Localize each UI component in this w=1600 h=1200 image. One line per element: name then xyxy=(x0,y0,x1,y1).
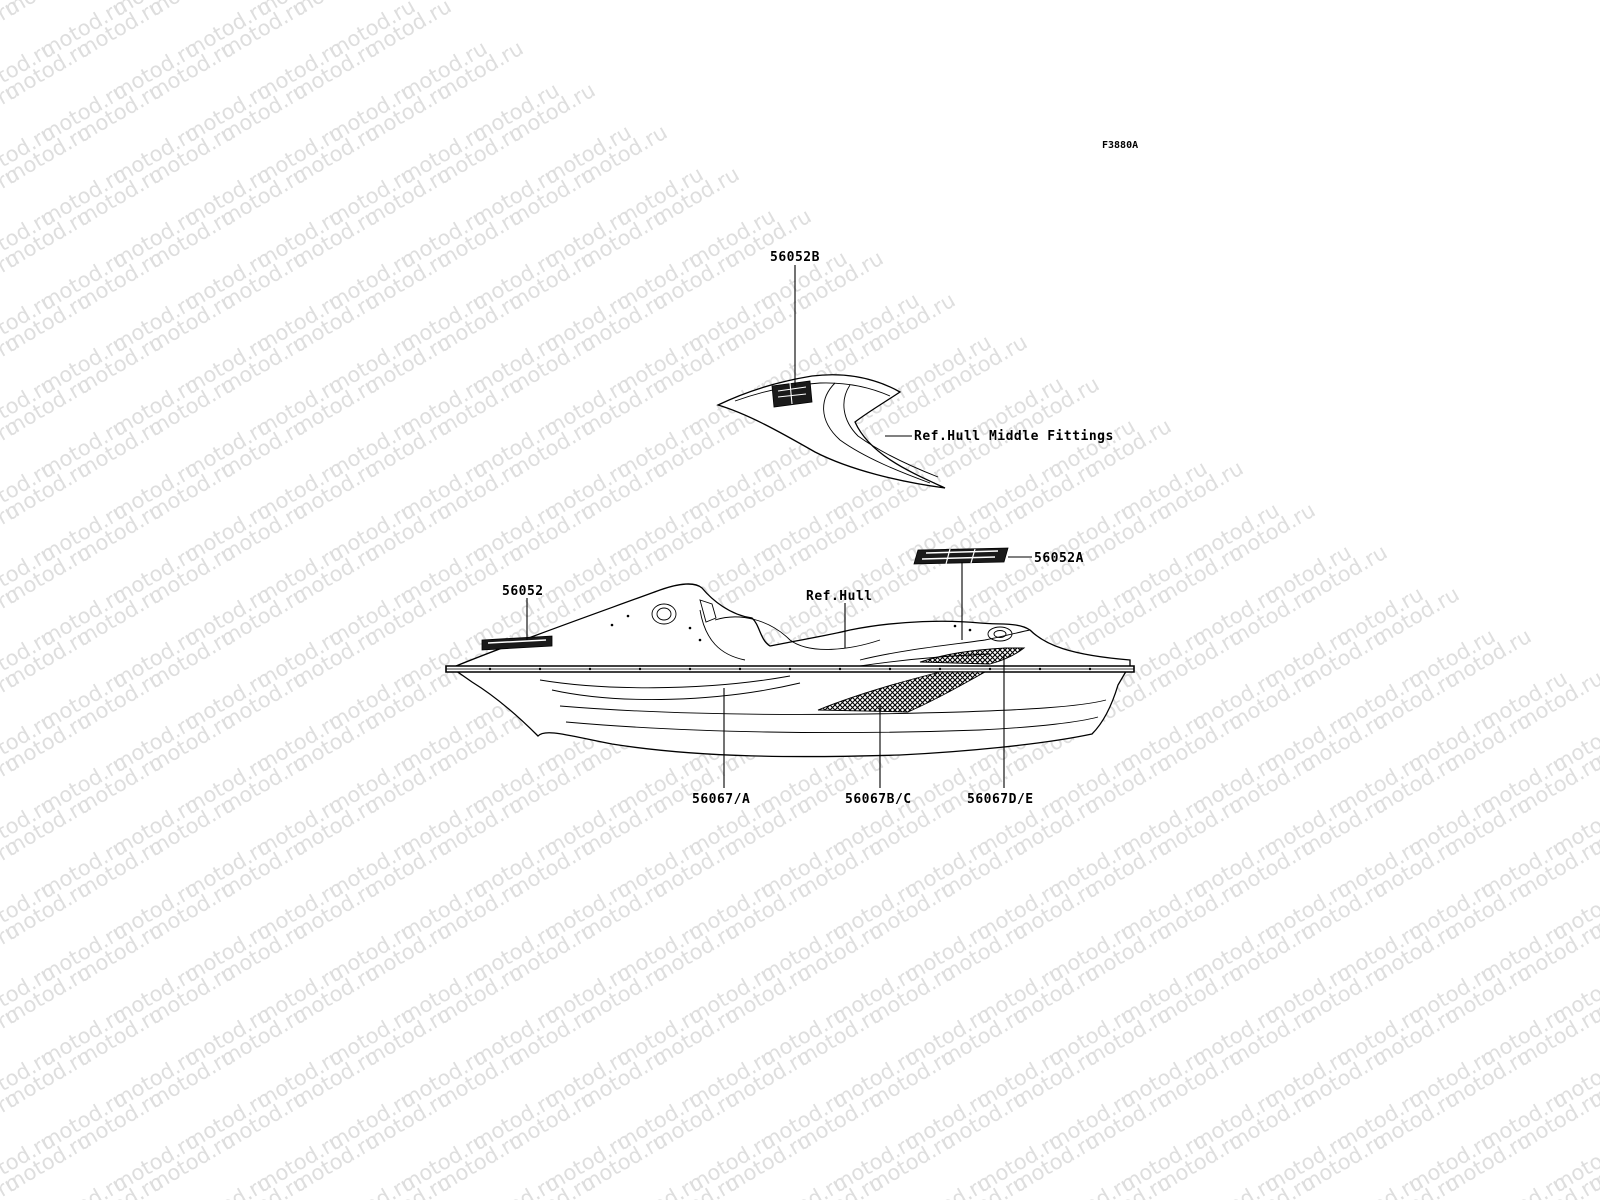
label-56052: 56052 xyxy=(502,584,544,599)
label-ref-hull-middle-fittings: Ref.Hull Middle Fittings xyxy=(914,429,1114,444)
logo-decal-56052 xyxy=(481,635,553,651)
label-56052A: 56052A xyxy=(1034,551,1084,566)
hatched-decal-56067BC xyxy=(817,671,987,713)
label-56067BC: 56067B/C xyxy=(845,792,912,807)
decal-outline-56067DE xyxy=(859,653,991,667)
label-ref-hull: Ref.Hull xyxy=(806,589,873,604)
label-56052B: 56052B xyxy=(770,250,820,265)
decal-emblem xyxy=(771,380,813,408)
upper-decal-drawing xyxy=(716,374,946,489)
hatched-decal-56067DE xyxy=(919,647,1026,665)
figure-code: F3880A xyxy=(1102,140,1138,151)
hull-drawing xyxy=(445,583,1135,758)
label-56067DE: 56067D/E xyxy=(967,792,1034,807)
label-56067A: 56067/A xyxy=(692,792,750,807)
logo-decal-56052A xyxy=(913,547,1009,565)
